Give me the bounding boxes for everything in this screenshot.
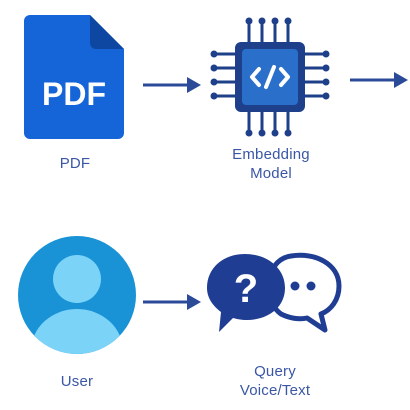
arrow-pdf-to-embedding <box>143 75 203 95</box>
question-mark-glyph: ? <box>234 267 258 311</box>
pdf-icon-text: PDF <box>42 76 106 112</box>
user-label: User <box>60 373 94 390</box>
chat-bubbles-icon: ? <box>207 248 343 338</box>
pdf-document-icon: PDF <box>24 15 126 139</box>
query-label-line1: Query <box>254 363 296 380</box>
query-label-line2: Voice/Text <box>239 382 311 399</box>
embedding-label-line2: Model <box>250 165 292 182</box>
arrow-user-to-query <box>143 292 203 312</box>
arrow-embedding-to-next <box>350 70 410 90</box>
pdf-label: PDF <box>59 155 91 172</box>
query-label: Query Voice/Text <box>205 362 345 400</box>
user-avatar-icon <box>17 235 137 355</box>
embedding-label-line1: Embedding <box>232 146 310 163</box>
embedding-label: Embedding Model <box>207 145 335 183</box>
chip-code-icon <box>207 14 335 140</box>
